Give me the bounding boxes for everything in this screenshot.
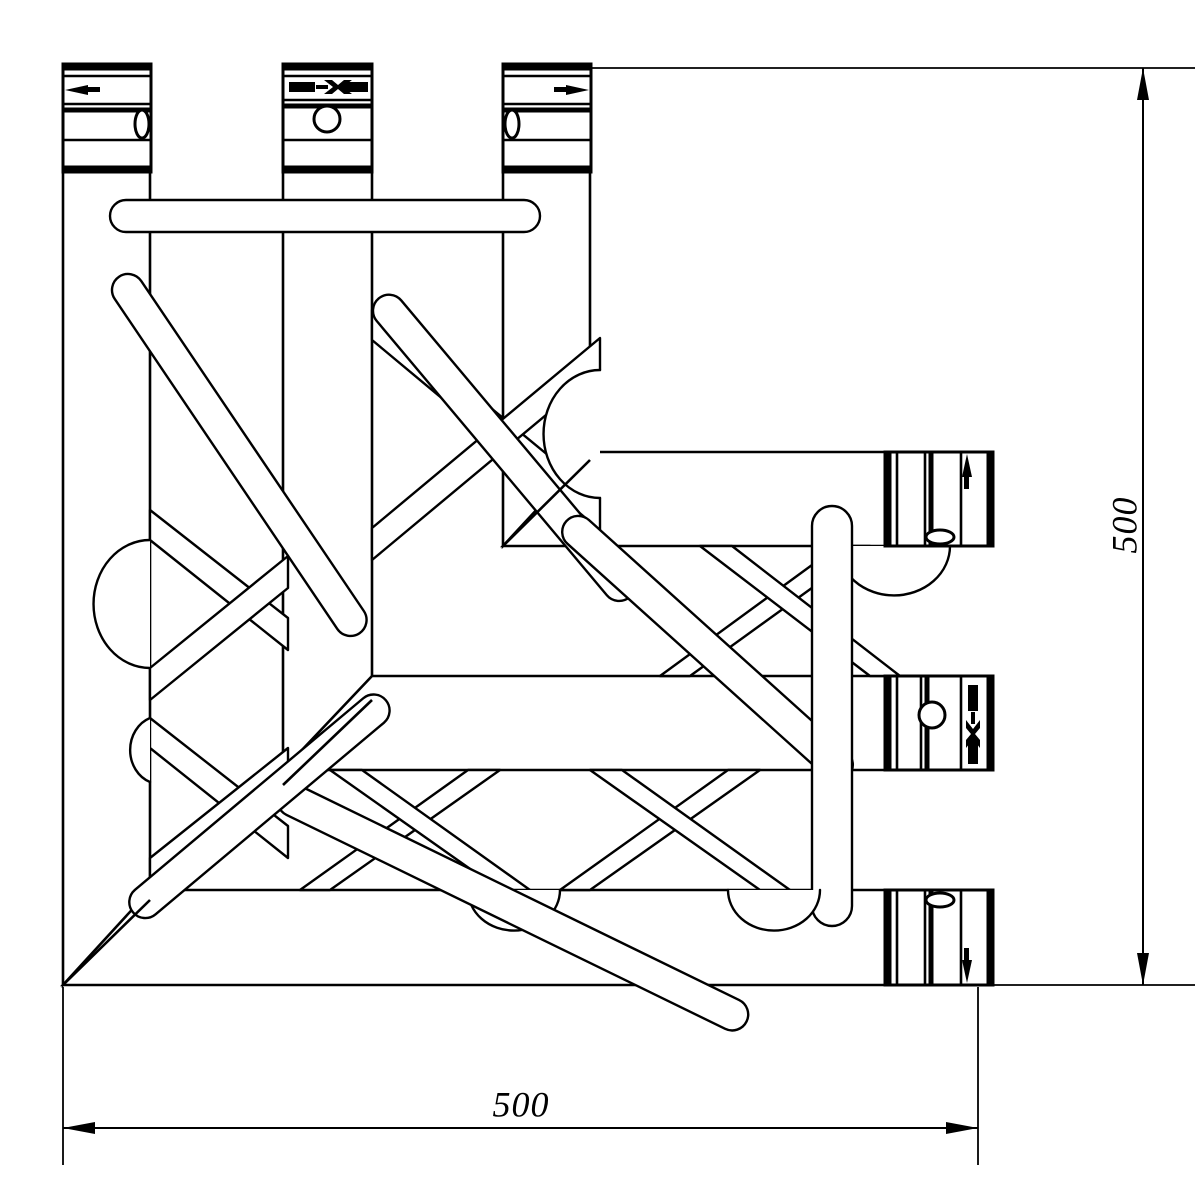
brand-logo-icon (966, 685, 980, 764)
brand-logo-icon (289, 80, 368, 94)
brace-diagonal-bottom-left (128, 693, 391, 920)
connector-hole-icon (917, 700, 947, 730)
dimension-vertical: 500 (592, 67, 1195, 986)
connector-marker-arrow-up-icon (962, 454, 972, 477)
dimension-horizontal-label: 500 (493, 1084, 550, 1124)
dim-arrow-bottom-icon (1137, 953, 1149, 985)
connector-top-right[interactable] (501, 62, 593, 174)
brace-top-horizontal (108, 198, 542, 234)
connector-hole-icon (924, 528, 956, 546)
mitre-outer (62, 899, 151, 986)
corner-mitre-lines (62, 459, 591, 986)
mitre-middle (282, 699, 373, 786)
brace-diagonal-long-left (110, 272, 368, 638)
mitre-inner (502, 459, 591, 547)
connector-marker-arrow-left-icon (65, 85, 88, 95)
brace-node-u1 (542, 368, 602, 500)
dimension-horizontal: 500 (62, 987, 979, 1165)
connector-hole-icon (503, 108, 521, 140)
dimension-vertical-label: 500 (1104, 497, 1144, 554)
connector-top-left[interactable] (61, 62, 153, 174)
brace-node-l2 (128, 716, 152, 784)
connector-marker-arrow-down-icon (962, 960, 972, 983)
connector-top-center[interactable] (281, 62, 374, 174)
brace-web-l2 (148, 554, 290, 702)
dim-arrow-left-icon (63, 1122, 95, 1134)
connector-hole-icon (924, 891, 956, 909)
dim-arrow-right-icon (946, 1122, 978, 1134)
connector-right-middle[interactable] (883, 674, 995, 772)
connector-right-top[interactable] (883, 450, 995, 548)
connector-hole-icon (133, 108, 151, 140)
connector-marker-arrow-right-icon (566, 85, 589, 95)
braces-bottom-band (128, 693, 822, 1032)
brace-node-r1 (836, 544, 952, 597)
connector-right-bottom[interactable] (883, 888, 995, 987)
connector-hole-icon (312, 104, 342, 134)
dim-arrow-top-icon (1137, 68, 1149, 100)
brace-web-b4 (588, 768, 792, 892)
brace-node-l1 (92, 538, 152, 670)
brace-vertical-right (810, 504, 854, 928)
brace-node-b2 (726, 888, 822, 932)
braces-right-upper-band (561, 504, 952, 928)
brace-web-b3 (558, 768, 762, 892)
